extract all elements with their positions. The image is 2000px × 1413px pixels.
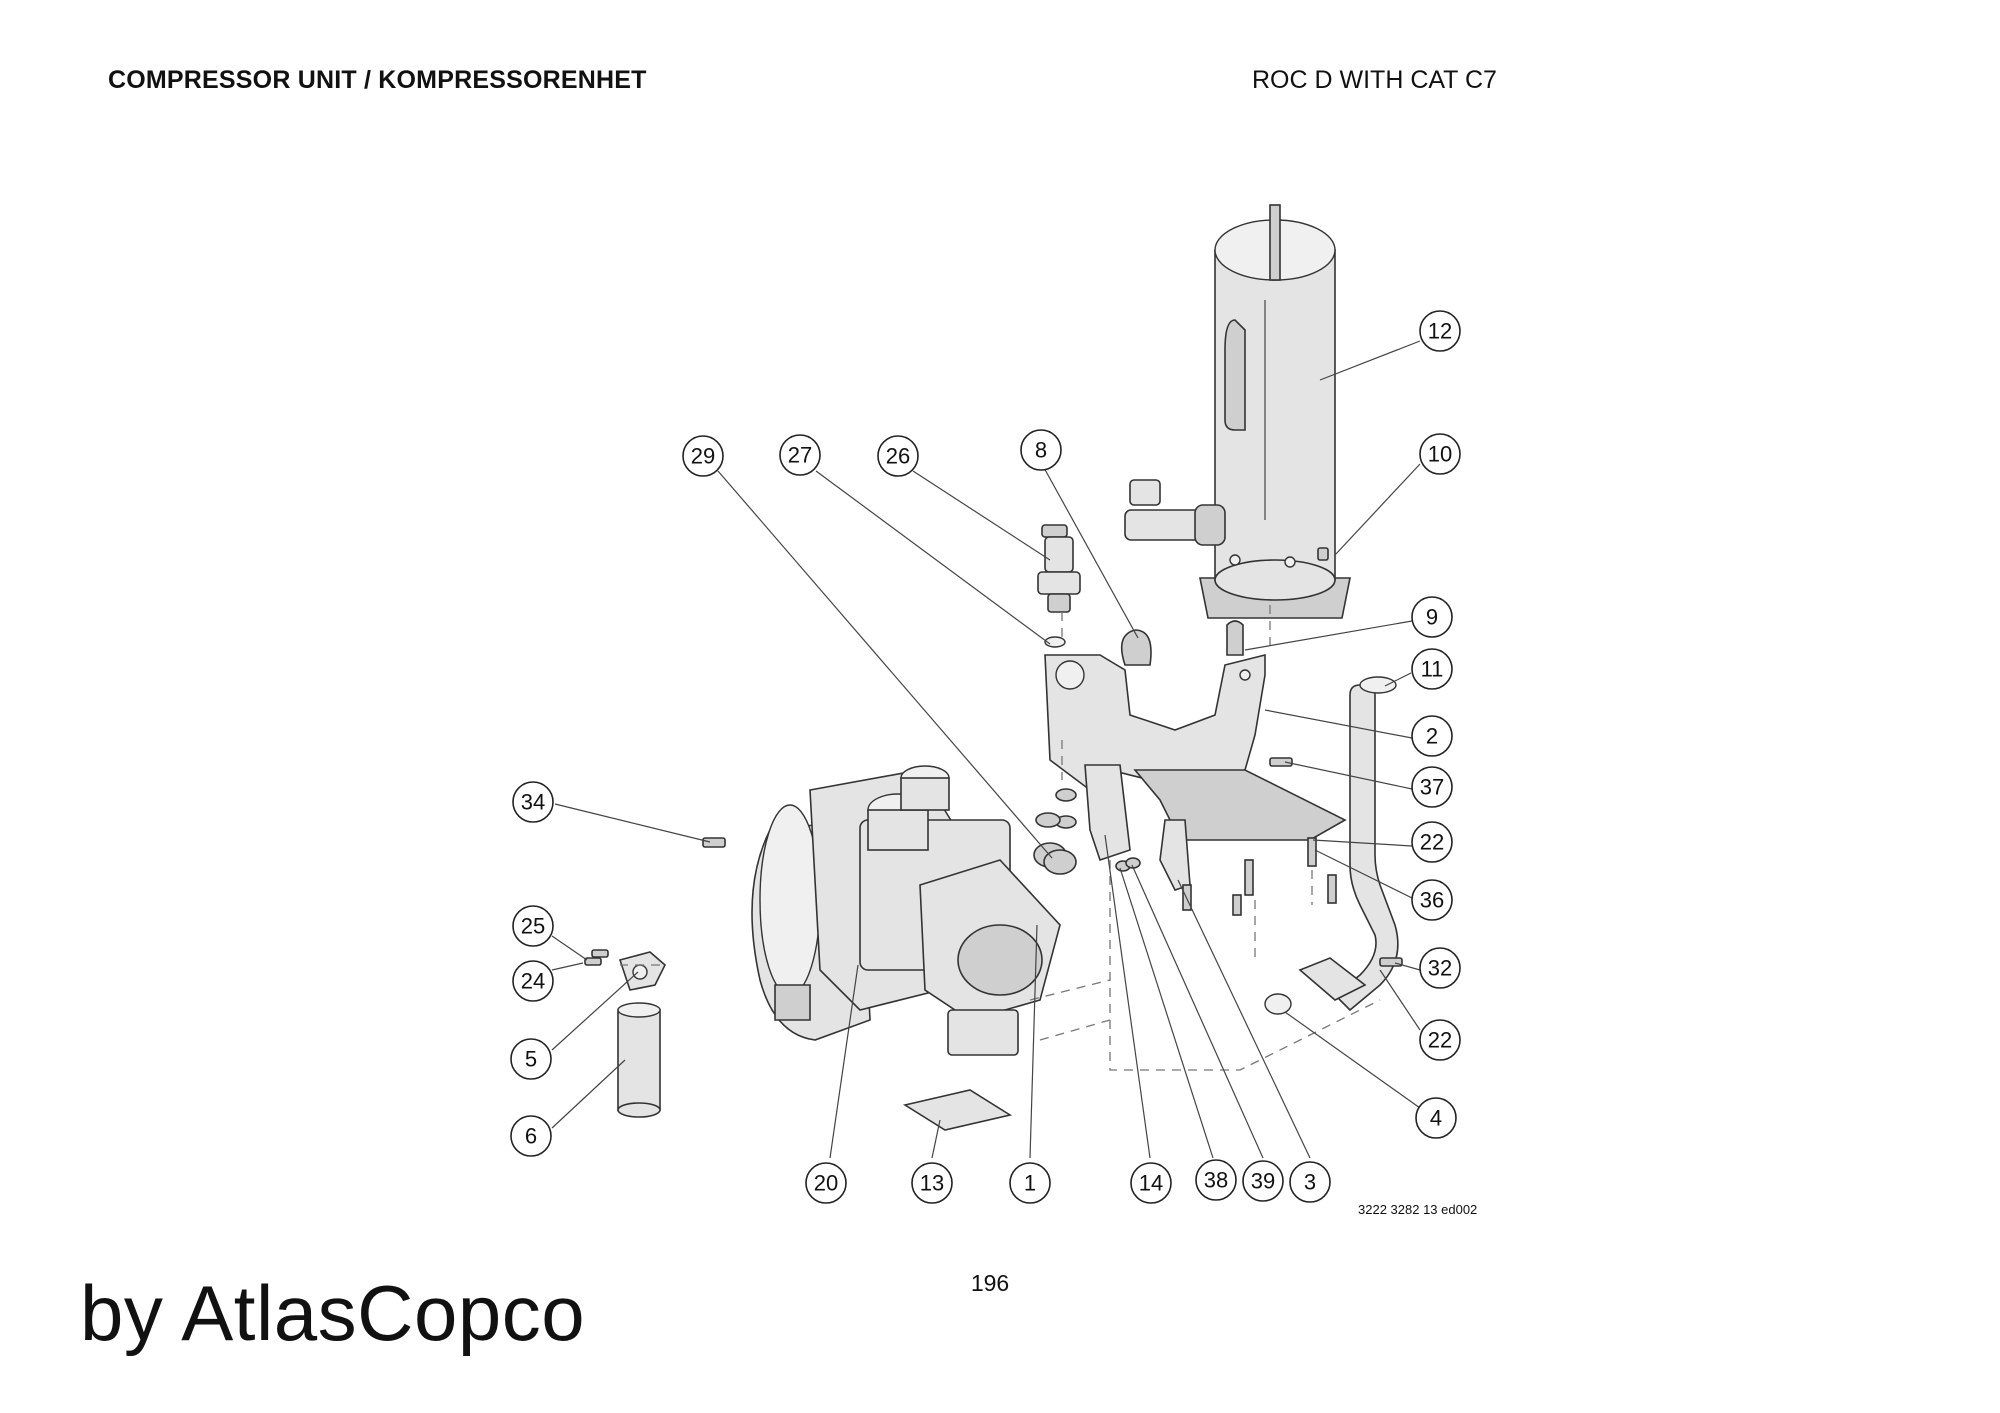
- svg-text:13: 13: [920, 1171, 944, 1196]
- svg-text:37: 37: [1420, 775, 1444, 800]
- svg-text:27: 27: [788, 443, 812, 468]
- callout-29: 29: [682, 435, 724, 477]
- svg-text:22: 22: [1428, 1028, 1452, 1053]
- hose-flange: [1298, 957, 1367, 1001]
- callout-37: 37: [1411, 766, 1453, 808]
- mounting-bracket: [1044, 653, 1347, 891]
- oil-filter-head: [618, 951, 666, 991]
- callout-22-upper: 22: [1411, 821, 1453, 863]
- svg-text:10: 10: [1428, 442, 1452, 467]
- svg-text:26: 26: [886, 444, 910, 469]
- svg-text:34: 34: [521, 790, 545, 815]
- callout-11: 11: [1411, 648, 1453, 690]
- svg-text:38: 38: [1204, 1168, 1228, 1193]
- filter-bolts: [584, 949, 609, 966]
- svg-text:2: 2: [1426, 724, 1438, 749]
- callout-38: 38: [1195, 1159, 1237, 1201]
- svg-text:1: 1: [1024, 1171, 1036, 1196]
- callout-20: 20: [805, 1162, 847, 1204]
- callout-8: 8: [1020, 429, 1062, 471]
- leader-lines: [551, 340, 1421, 1159]
- svg-text:20: 20: [814, 1171, 838, 1196]
- svg-text:39: 39: [1251, 1169, 1275, 1194]
- callout-36: 36: [1411, 879, 1453, 921]
- callout-6: 6: [510, 1115, 552, 1157]
- model-label: ROC D WITH CAT C7: [1252, 66, 1497, 94]
- brand-watermark: by AtlasCopco: [80, 1269, 586, 1357]
- svg-text:32: 32: [1428, 956, 1452, 981]
- pin: [702, 837, 726, 848]
- svg-text:4: 4: [1430, 1106, 1442, 1131]
- callout-4: 4: [1415, 1097, 1457, 1139]
- callout-10: 10: [1419, 433, 1461, 475]
- svg-text:22: 22: [1420, 830, 1444, 855]
- assembly-lines: [620, 605, 1381, 1071]
- svg-text:3: 3: [1304, 1170, 1316, 1195]
- hose-pipe: [1333, 684, 1399, 1012]
- svg-text:5: 5: [525, 1047, 537, 1072]
- callout-13: 13: [911, 1162, 953, 1204]
- callout-5: 5: [510, 1038, 552, 1080]
- svg-text:24: 24: [521, 969, 545, 994]
- callout-1: 1: [1009, 1162, 1051, 1204]
- callout-3: 3: [1289, 1161, 1331, 1203]
- svg-text:8: 8: [1035, 438, 1047, 463]
- non-return-valve: [1037, 524, 1081, 648]
- lifting-eye: [1226, 620, 1244, 656]
- svg-text:25: 25: [521, 914, 545, 939]
- callout-22-lower: 22: [1419, 1019, 1461, 1061]
- svg-text:11: 11: [1421, 657, 1444, 682]
- receiver-tank: [1124, 204, 1351, 619]
- svg-text:12: 12: [1428, 319, 1452, 344]
- callout-26: 26: [877, 435, 919, 477]
- callout-2: 2: [1411, 715, 1453, 757]
- o-ring: [1264, 993, 1292, 1015]
- callout-9: 9: [1411, 596, 1453, 638]
- callout-32: 32: [1419, 947, 1461, 989]
- callout-25: 25: [512, 905, 554, 947]
- base-plate: [902, 1089, 1013, 1131]
- svg-text:9: 9: [1426, 605, 1438, 630]
- page-title: COMPRESSOR UNIT / KOMPRESSORENHET: [108, 66, 647, 94]
- callout-34: 34: [512, 781, 554, 823]
- hose-clamp: [1120, 629, 1152, 666]
- callout-14: 14: [1130, 1162, 1172, 1204]
- bolts-and-washers: [1035, 547, 1403, 967]
- callout-39: 39: [1242, 1160, 1284, 1202]
- page-number: 196: [970, 1270, 1010, 1296]
- svg-text:29: 29: [691, 444, 715, 469]
- svg-text:14: 14: [1139, 1171, 1163, 1196]
- callout-27: 27: [779, 434, 821, 476]
- callout-24: 24: [512, 960, 554, 1002]
- svg-text:6: 6: [525, 1124, 537, 1149]
- callout-12: 12: [1419, 310, 1461, 352]
- drawing-number: 3222 3282 13 ed002: [1358, 1202, 1478, 1217]
- compressor-element: [751, 765, 1061, 1056]
- svg-text:36: 36: [1420, 888, 1444, 913]
